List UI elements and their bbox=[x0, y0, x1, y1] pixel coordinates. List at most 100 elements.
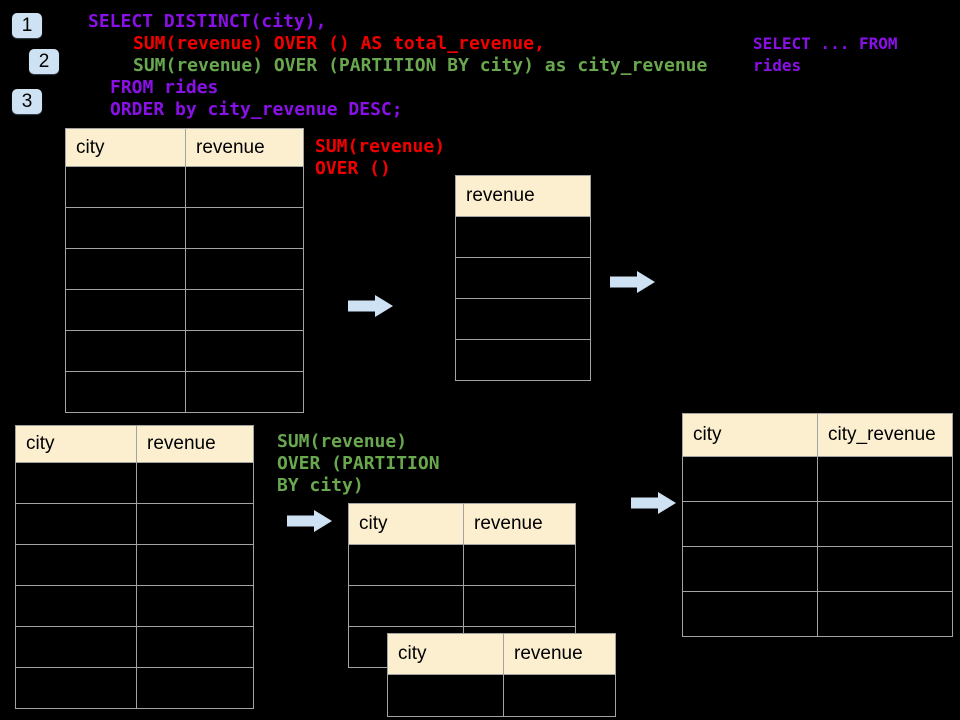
empty-cell bbox=[682, 456, 818, 502]
empty-cell bbox=[65, 207, 186, 249]
empty-cell bbox=[455, 216, 591, 258]
column-header: city_revenue bbox=[817, 413, 953, 457]
empty-cell bbox=[817, 546, 953, 592]
total-note-line-1: SUM(revenue) bbox=[315, 136, 446, 157]
table-row bbox=[455, 216, 591, 258]
empty-cell bbox=[185, 330, 304, 372]
empty-cell bbox=[817, 591, 953, 637]
empty-cell bbox=[65, 248, 186, 290]
table-row bbox=[387, 674, 616, 717]
empty-cell bbox=[463, 585, 576, 627]
sql-line-order-by: ORDER by city_revenue DESC; bbox=[110, 99, 403, 120]
table-row bbox=[65, 166, 304, 208]
empty-cell bbox=[185, 371, 304, 413]
table-row bbox=[455, 339, 591, 381]
table-row bbox=[15, 462, 254, 504]
column-header: revenue bbox=[455, 175, 591, 217]
column-header: revenue bbox=[463, 503, 576, 545]
empty-cell bbox=[185, 248, 304, 290]
side-note-line-2: rides bbox=[753, 56, 802, 75]
empty-cell bbox=[136, 626, 254, 668]
empty-cell bbox=[65, 371, 186, 413]
table-row bbox=[15, 585, 254, 627]
empty-cell bbox=[348, 544, 464, 586]
partition-note-line-2: OVER (PARTITION bbox=[277, 453, 440, 474]
arrow-right-icon bbox=[610, 271, 655, 293]
arrow-right-icon bbox=[631, 492, 676, 514]
empty-cell bbox=[185, 289, 304, 331]
column-header: city bbox=[387, 633, 504, 675]
empty-cell bbox=[15, 503, 137, 545]
table-row bbox=[65, 371, 304, 413]
empty-cell bbox=[15, 544, 137, 586]
step-badge-2: 2 bbox=[29, 49, 59, 74]
table-row bbox=[682, 456, 953, 502]
column-header: city bbox=[65, 128, 186, 167]
column-header: city bbox=[348, 503, 464, 545]
empty-cell bbox=[136, 585, 254, 627]
empty-cell bbox=[15, 626, 137, 668]
step-badge-3: 3 bbox=[12, 89, 42, 114]
empty-cell bbox=[15, 462, 137, 504]
table-row bbox=[65, 330, 304, 372]
column-header: city bbox=[682, 413, 818, 457]
column-header: revenue bbox=[503, 633, 616, 675]
table-row bbox=[455, 257, 591, 299]
empty-cell bbox=[15, 585, 137, 627]
table-row bbox=[15, 667, 254, 709]
empty-cell bbox=[503, 674, 616, 717]
partition-note-line-3: BY city) bbox=[277, 475, 364, 496]
empty-cell bbox=[136, 544, 254, 586]
table-row bbox=[682, 591, 953, 637]
table-row bbox=[455, 298, 591, 340]
partition-note-line-1: SUM(revenue) bbox=[277, 431, 408, 452]
sql-line-total-revenue: SUM(revenue) OVER () AS total_revenue, bbox=[133, 33, 545, 54]
column-header: revenue bbox=[185, 128, 304, 167]
total-note-line-2: OVER () bbox=[315, 158, 391, 179]
table-row bbox=[682, 546, 953, 592]
empty-cell bbox=[65, 330, 186, 372]
table-row bbox=[348, 544, 576, 586]
table-revenue-projection: revenue bbox=[455, 175, 591, 381]
table-row bbox=[15, 626, 254, 668]
arrow-right-icon bbox=[348, 295, 393, 317]
side-note-line-1: SELECT ... FROM bbox=[753, 34, 898, 53]
table-row bbox=[15, 503, 254, 545]
table-row bbox=[682, 501, 953, 547]
empty-cell bbox=[185, 166, 304, 208]
empty-cell bbox=[15, 667, 137, 709]
sql-line-select: SELECT DISTINCT(city), bbox=[88, 11, 327, 32]
step-badge-1: 1 bbox=[12, 13, 42, 38]
empty-cell bbox=[682, 546, 818, 592]
arrow-right-icon bbox=[287, 510, 332, 532]
table-row bbox=[348, 585, 576, 627]
empty-cell bbox=[65, 166, 186, 208]
empty-cell bbox=[136, 503, 254, 545]
table-row bbox=[15, 544, 254, 586]
empty-cell bbox=[682, 591, 818, 637]
column-header: city bbox=[15, 425, 137, 463]
sql-line-from: FROM rides bbox=[110, 77, 219, 98]
empty-cell bbox=[682, 501, 818, 547]
column-header: revenue bbox=[136, 425, 254, 463]
empty-cell bbox=[65, 289, 186, 331]
empty-cell bbox=[136, 462, 254, 504]
empty-cell bbox=[455, 298, 591, 340]
empty-cell bbox=[348, 585, 464, 627]
empty-cell bbox=[387, 674, 504, 717]
empty-cell bbox=[817, 501, 953, 547]
empty-cell bbox=[463, 544, 576, 586]
empty-cell bbox=[455, 339, 591, 381]
empty-cell bbox=[817, 456, 953, 502]
table-row bbox=[65, 248, 304, 290]
table-row bbox=[65, 207, 304, 249]
